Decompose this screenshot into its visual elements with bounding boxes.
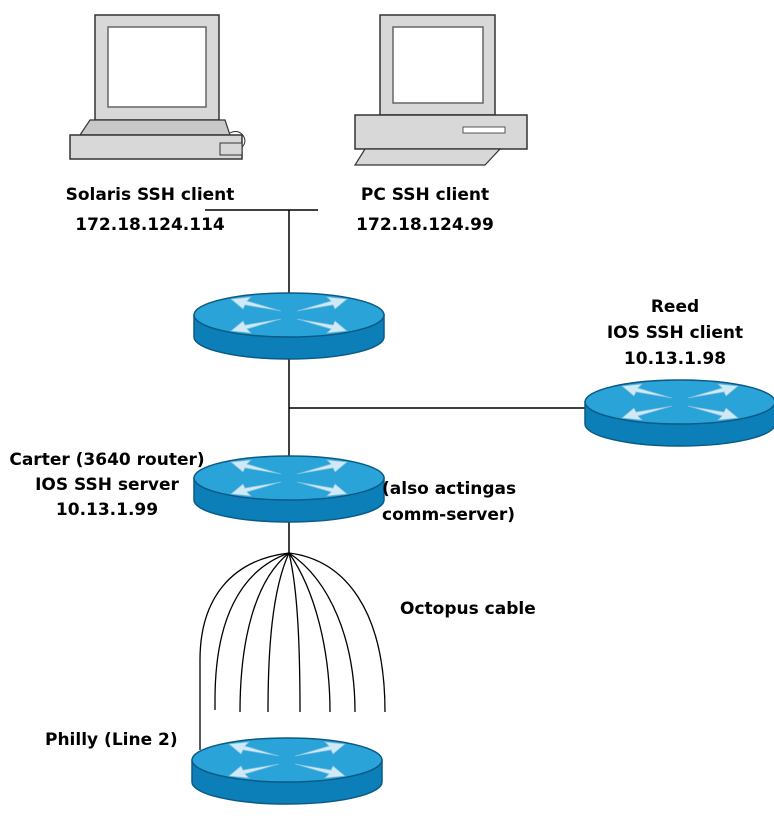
- pc-computer-icon: [353, 14, 528, 166]
- reed-router-icon: [584, 379, 774, 447]
- router-arrow-2: [294, 741, 346, 757]
- router-arrow-4: [687, 405, 739, 421]
- reed-name: Reed: [651, 297, 699, 317]
- solaris-computer-icon: [69, 14, 246, 160]
- router-arrow-4: [294, 763, 346, 779]
- router-arrow-2: [687, 383, 739, 399]
- router-arrow-3: [230, 318, 282, 334]
- carter-note-line1: (also actingas: [382, 479, 516, 499]
- router-arrow-1: [621, 383, 673, 399]
- carter-name: Carter (3640 router): [9, 450, 204, 470]
- router-arrow-4: [296, 481, 348, 497]
- router-arrow-3: [230, 481, 282, 497]
- router-arrow-4: [296, 318, 348, 334]
- carter-ip: 10.13.1.99: [56, 500, 158, 520]
- carter-role: IOS SSH server: [35, 475, 179, 495]
- top-router-icon: [193, 292, 385, 360]
- router-arrow-1: [230, 296, 282, 312]
- router-arrow-2: [296, 459, 348, 475]
- solaris-name: Solaris SSH client: [66, 185, 235, 205]
- solaris-ip: 172.18.124.114: [75, 215, 225, 235]
- router-top: [191, 737, 383, 783]
- router-top: [193, 292, 385, 338]
- carter-note-line2: comm-server): [382, 505, 515, 525]
- router-arrow-3: [228, 763, 280, 779]
- octopus-cable-label: Octopus cable: [400, 599, 536, 619]
- router-arrow-1: [230, 459, 282, 475]
- router-top: [193, 455, 385, 501]
- octopus-cable: [199, 552, 386, 750]
- pc-name: PC SSH client: [361, 185, 489, 205]
- connections: [205, 209, 590, 555]
- philly-router-icon: [191, 737, 383, 805]
- pc-ip: 172.18.124.99: [356, 215, 494, 235]
- router-arrow-2: [296, 296, 348, 312]
- carter-router-icon: [193, 455, 385, 523]
- reed-ip: 10.13.1.98: [624, 349, 726, 369]
- router-arrow-1: [228, 741, 280, 757]
- router-arrow-3: [621, 405, 673, 421]
- philly-name: Philly (Line 2): [45, 730, 178, 750]
- reed-role: IOS SSH client: [607, 323, 743, 343]
- router-top: [584, 379, 774, 425]
